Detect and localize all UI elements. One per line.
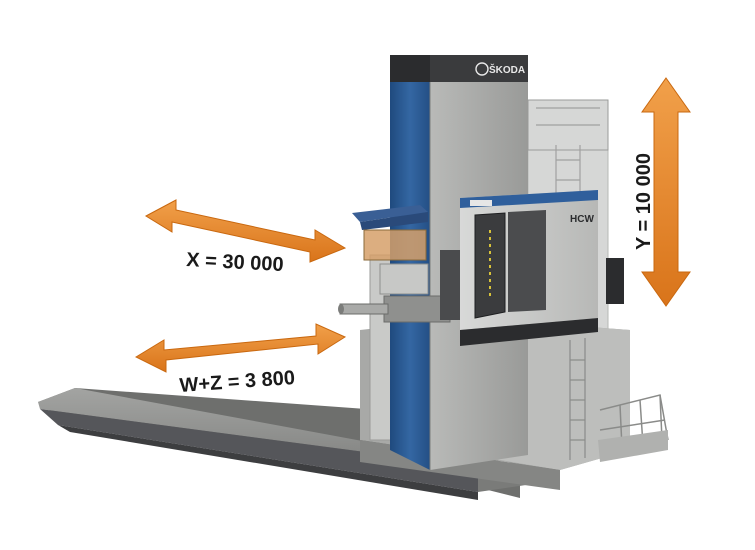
operator-cabin: HCW bbox=[460, 190, 624, 346]
y-axis-arrow bbox=[641, 77, 691, 307]
y-axis-label: Y = 10 000 bbox=[633, 153, 655, 250]
wz-axis-label: W+Z = 3 800 bbox=[179, 367, 296, 397]
model-label: HCW bbox=[570, 214, 594, 225]
x-axis-label: X = 30 000 bbox=[186, 249, 284, 276]
brand-label: ŠKODA bbox=[489, 63, 525, 76]
headstock bbox=[338, 205, 466, 323]
x-axis-arrow bbox=[144, 199, 347, 263]
skoda-logo: ŠKODA bbox=[475, 62, 525, 76]
wz-axis-arrow bbox=[134, 323, 347, 373]
